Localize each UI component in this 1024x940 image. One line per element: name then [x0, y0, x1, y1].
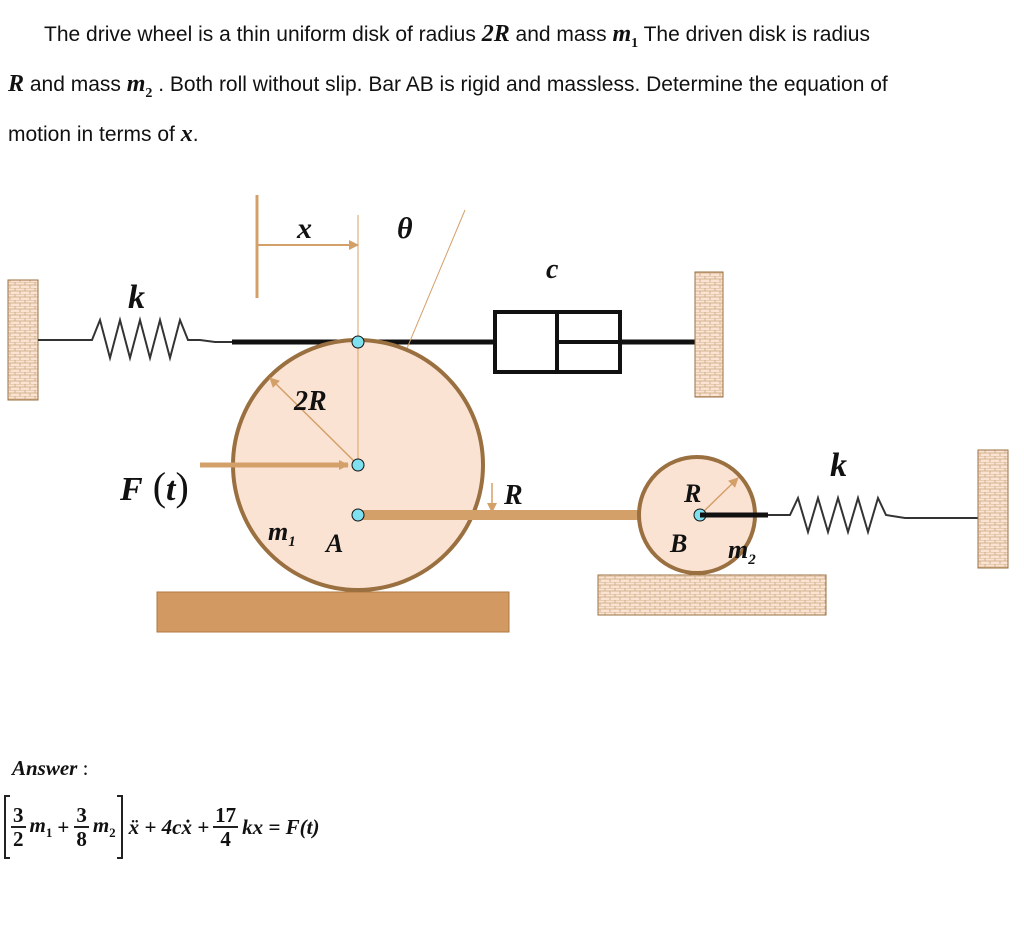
label-k-left: k	[128, 279, 145, 316]
radius-2R-arrow	[269, 377, 359, 466]
label-F: F (t)	[119, 464, 189, 509]
right-wall-top	[694, 271, 724, 398]
problem-line-2: R and mass m2 . Both roll without slip. …	[8, 70, 888, 101]
radius-R-small-arrow	[699, 477, 739, 516]
radius-R-symbol: R	[8, 70, 25, 97]
label-k-right: k	[830, 447, 847, 484]
label-R-bar: R	[503, 480, 523, 511]
equation-rest-1: ẍ + 4cẋ +	[128, 814, 210, 839]
left-spring	[38, 316, 232, 362]
problem-statement: The drive wheel is a thin uniform disk o…	[8, 14, 1008, 155]
label-2R: 2R	[293, 386, 327, 417]
mass-m1-symbol: m1	[612, 21, 639, 51]
point-A-node	[351, 508, 365, 522]
label-B: B	[669, 529, 687, 558]
radius-2R-symbol: 2R	[481, 21, 510, 47]
answer-label: Answer :	[12, 756, 89, 780]
label-c: c	[546, 254, 559, 285]
right-wall	[977, 449, 1009, 569]
label-A: A	[324, 529, 343, 558]
x-symbol: x	[180, 120, 193, 147]
label-m2: m2	[728, 535, 756, 568]
label-x: x	[296, 212, 312, 245]
ground-right	[597, 574, 827, 616]
left-wall	[7, 279, 39, 401]
dashpot	[493, 310, 695, 374]
center-node	[351, 458, 365, 472]
problem-line-3: motion in terms of x.	[8, 120, 199, 147]
label-R-small: R	[683, 479, 701, 508]
ground-left	[156, 591, 510, 633]
top-pin-node	[351, 335, 365, 349]
label-theta: θ	[397, 212, 413, 245]
right-spring	[768, 494, 978, 536]
mass-m2-symbol: m2	[126, 70, 153, 101]
term-m2: m2	[92, 812, 116, 841]
problem-line-1: The drive wheel is a thin uniform disk o…	[44, 21, 870, 51]
equation-rest-2: kx = F(t)	[242, 814, 320, 839]
term-m1: m1	[29, 812, 53, 841]
label-m1: m1	[268, 517, 296, 550]
